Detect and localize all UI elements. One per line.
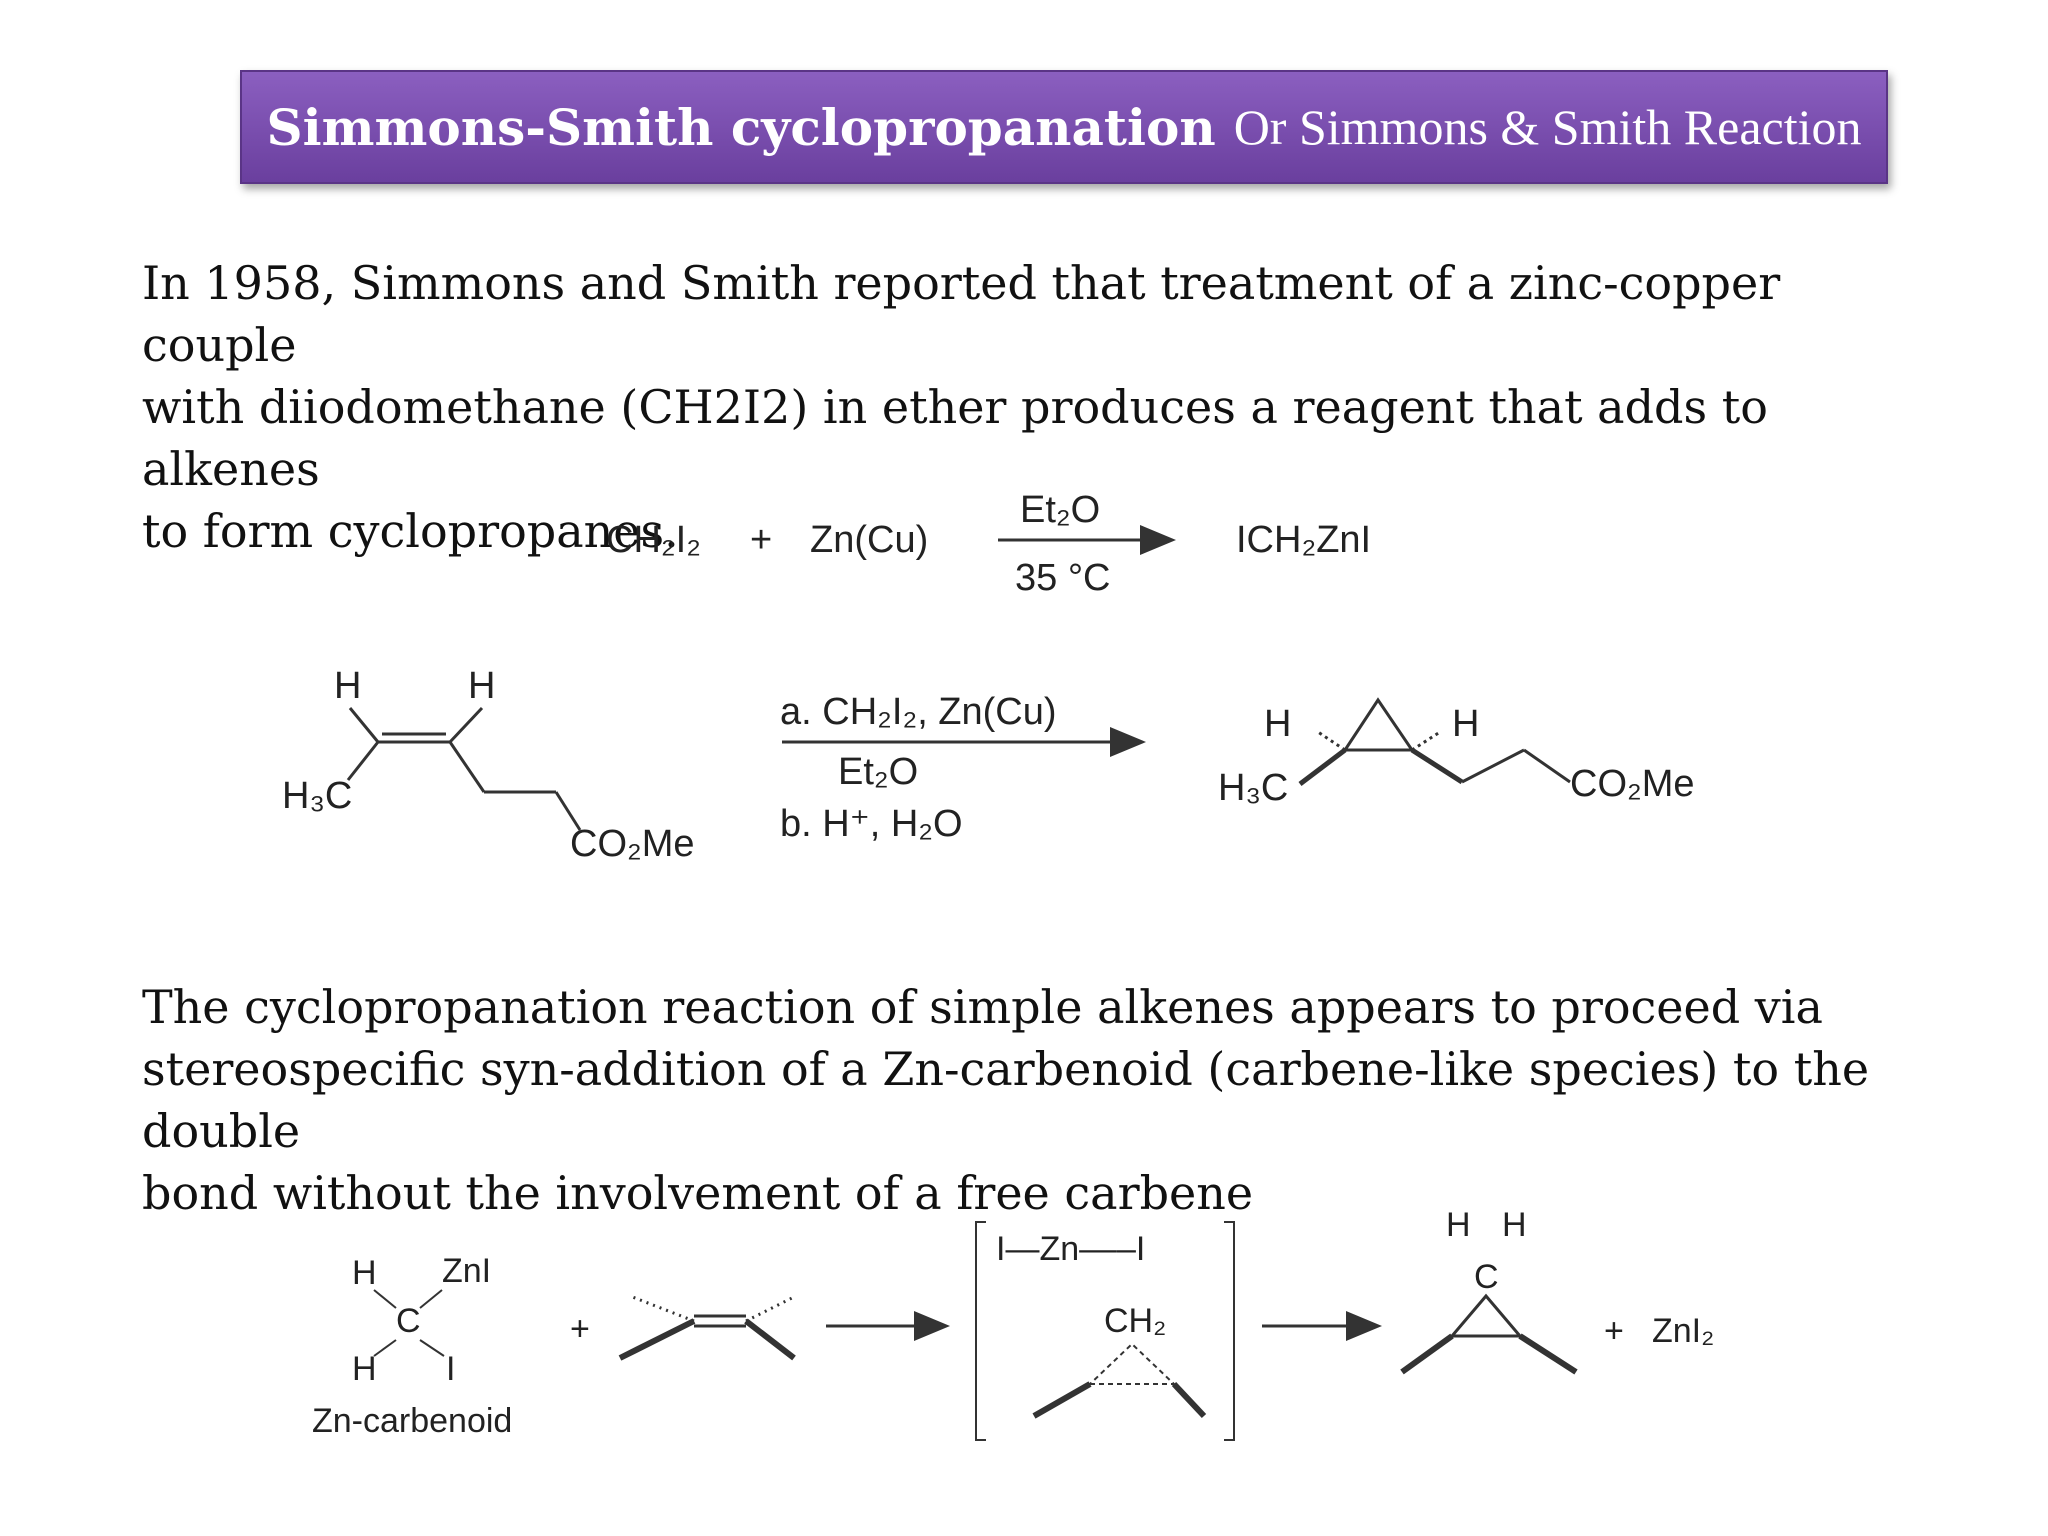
product-methyl: H₃C: [1218, 767, 1288, 809]
product-h-2: H: [1502, 1206, 1527, 1244]
carbenoid-zni: ZnI: [442, 1252, 491, 1290]
ts-methylene: CH₂: [1104, 1302, 1166, 1340]
ester-group: CO₂Me: [570, 823, 695, 865]
product-h-right: H: [1452, 703, 1479, 745]
scheme-mechanism: H ZnI C H I Zn-carbenoid + I—Zn–––I CH₂ …: [312, 1206, 1714, 1441]
carbenoid-carbon: C: [396, 1302, 421, 1340]
carbenoid-h-top: H: [352, 1254, 377, 1292]
h-atom-left: H: [334, 665, 361, 707]
arrow-label-temperature: 35 °C: [1015, 557, 1110, 599]
slide-subtitle: Or Simmons & Smith Reaction: [1233, 99, 1862, 155]
product-h-1: H: [1446, 1206, 1471, 1244]
mechanism-paragraph: The cyclopropanation reaction of simple …: [142, 980, 1870, 1220]
carbenoid-iodine: I: [446, 1350, 455, 1388]
reactant-ch2i2: CH₂I₂: [606, 519, 701, 561]
arrow-label-solvent: Et₂O: [1020, 489, 1100, 531]
scheme-alkene-cyclopropanation: H H H₃C CO₂Me a. CH₂I₂, Zn(Cu) Et₂O b. H…: [282, 665, 1695, 865]
plus-sign: +: [750, 519, 772, 561]
carbenoid-h-bottom: H: [352, 1350, 377, 1388]
product-ich2zni: ICH₂ZnI: [1236, 519, 1371, 561]
plus-sign-1: +: [570, 1310, 590, 1348]
title-banner: Simmons-Smith cyclopropanation Or Simmon…: [240, 70, 1888, 184]
step-b-workup: b. H⁺, H₂O: [780, 803, 963, 845]
product-carbon: C: [1474, 1258, 1499, 1296]
methyl-group: H₃C: [282, 775, 352, 817]
reactant-zncu: Zn(Cu): [810, 519, 928, 561]
ts-zn-iodide: I—Zn–––I: [996, 1230, 1145, 1268]
h-atom-right: H: [468, 665, 495, 707]
byproduct-zni2: ZnI₂: [1652, 1312, 1714, 1350]
product-h-left: H: [1264, 703, 1291, 745]
scheme-reagent-formation: CH₂I₂ + Zn(Cu) Et₂O 35 °C ICH₂ZnI: [606, 489, 1371, 599]
intro-paragraph: In 1958, Simmons and Smith reported that…: [142, 256, 1781, 558]
plus-sign-2: +: [1604, 1312, 1624, 1350]
carbenoid-label: Zn-carbenoid: [312, 1402, 512, 1440]
step-solvent: Et₂O: [838, 751, 918, 793]
slide-title: Simmons-Smith cyclopropanation: [266, 97, 1216, 157]
step-a-reagents: a. CH₂I₂, Zn(Cu): [780, 691, 1057, 733]
product-ester: CO₂Me: [1570, 763, 1695, 805]
